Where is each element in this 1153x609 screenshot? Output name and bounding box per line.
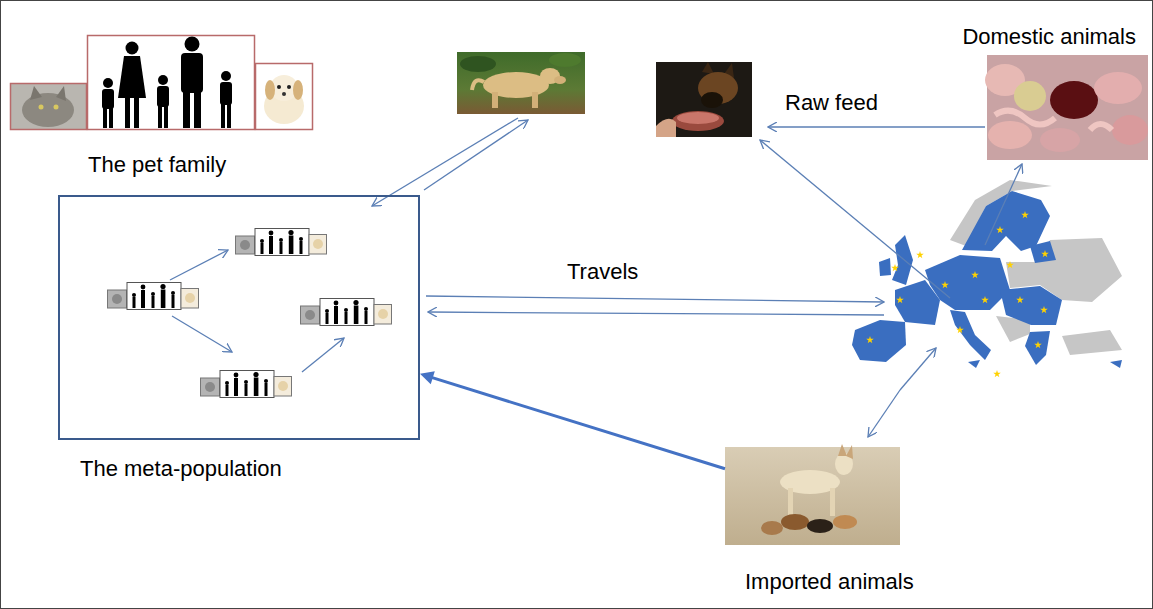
dog-eating-photo: [656, 62, 752, 137]
meta-population-box: The meta-population: [58, 195, 420, 440]
connector-arrow: [431, 377, 725, 468]
node-label: Imported animals: [745, 569, 914, 595]
eu-map: [852, 180, 1122, 377]
node-label: Domestic animals: [962, 24, 1136, 50]
mini-pet-family: [108, 229, 392, 398]
edge-label: Travels: [565, 259, 640, 285]
pet-family-picture: [11, 36, 313, 130]
domestic-animals-node: Domestic animals: [905, 20, 1148, 162]
arrow-head: [420, 371, 435, 384]
pet-family-node: The pet family: [8, 30, 323, 180]
stray-dogs-photo: [725, 444, 900, 545]
offal-photo: [985, 55, 1148, 160]
flow-arrow: [170, 118, 1022, 437]
node-label: The meta-population: [80, 456, 282, 482]
node-label: The pet family: [88, 152, 323, 178]
imported-animals-node: Imported animals: [725, 447, 900, 545]
edge-label: Raw feed: [783, 90, 880, 116]
dog-outdoors-photo: [457, 52, 585, 114]
